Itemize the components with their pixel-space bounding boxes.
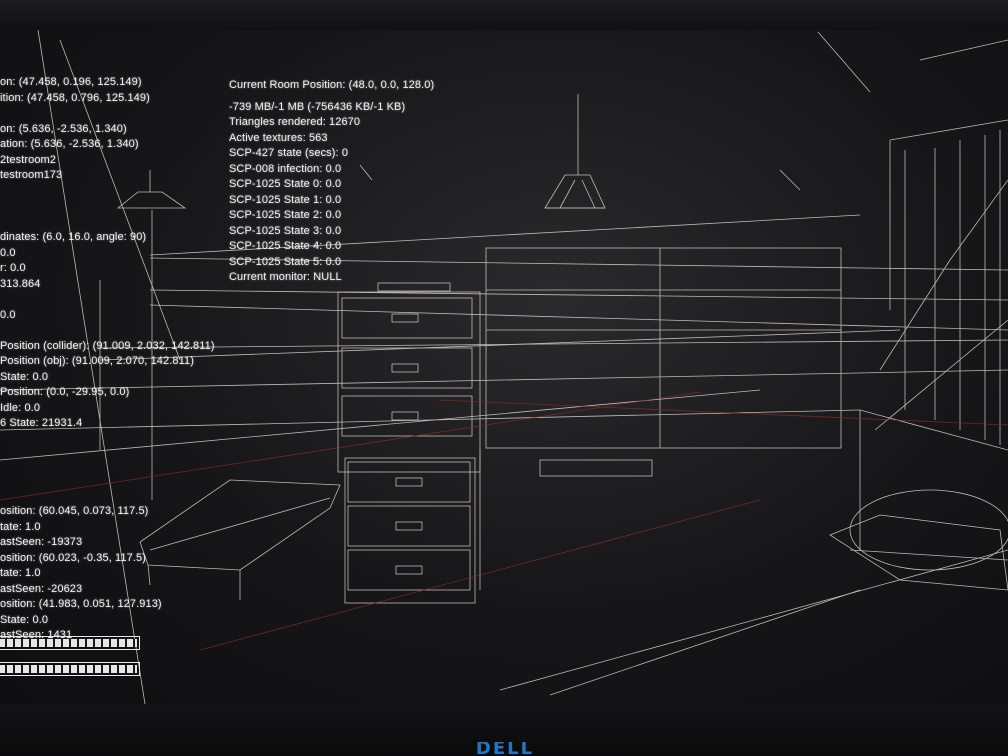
hud-line: astSeen: 1431 — [0, 629, 73, 641]
hud-line: 0.0 — [0, 246, 16, 259]
hud-line: astSeen: -20623 — [0, 582, 83, 595]
hud-line: Position (collider): (91.009, 2.032, 142… — [0, 339, 215, 352]
hud-line: State: 0.0 — [0, 613, 49, 626]
hud-line: State: 0.0 — [0, 370, 49, 383]
hud-line: Position (obj): (91.009, 2.070, 142.811) — [0, 355, 194, 367]
hud-line: SCP-1025 State 4: 0.0 — [229, 240, 342, 252]
hud-line: osition: (41.983, 0.051, 127.913) — [0, 598, 162, 610]
hud-line: osition: (60.023, -0.35, 117.5) — [0, 551, 146, 564]
hud-line — [0, 184, 215, 200]
hud-line: on: (47.458, 0.196, 125.149) — [0, 76, 142, 88]
hud-line: -739 MB/-1 MB (-756436 KB/-1 KB) — [229, 100, 406, 113]
hud-line: r: 0.0 — [0, 262, 26, 274]
hud-line: osition: (60.045, 0.073, 117.5) — [0, 505, 149, 517]
hud-line: SCP-427 state (secs): 0 — [229, 147, 349, 159]
hud-line: tate: 1.0 — [0, 567, 41, 579]
stamina-bar — [0, 636, 140, 650]
hud-line: SCP-1025 State 1: 0.0 — [229, 193, 342, 206]
hud-line: SCP-1025 State 2: 0.0 — [229, 209, 342, 221]
debug-hud-left-npcs: osition: (60.045, 0.073, 117.5) tate: 1.… — [0, 504, 162, 644]
ceiling-edge-line — [149, 214, 861, 256]
hud-line: Active textures: 563 — [229, 131, 328, 144]
hud-line: ation: (5.636, -2.536, 1.340) — [0, 138, 139, 150]
blink-bar-fill — [0, 665, 137, 673]
hud-line — [0, 199, 215, 215]
hud-line: Triangles rendered: 12670 — [229, 116, 361, 128]
hud-line: testroom173 — [0, 169, 63, 181]
hud-line: SCP-1025 State 5: 0.0 — [229, 255, 342, 268]
stamina-bar-fill — [0, 639, 137, 647]
room-position-readout: Current Room Position: (48.0, 0.0, 128.0… — [229, 79, 435, 91]
hud-line: SCP-008 infection: 0.0 — [229, 162, 342, 175]
hud-line: Idle: 0.0 — [0, 401, 41, 414]
hud-line: on: (5.636, -2.536, 1.340) — [0, 122, 127, 135]
hud-line: astSeen: -19373 — [0, 536, 83, 548]
debug-hud-center: Current Room Position: (48.0, 0.0, 128.0… — [229, 78, 434, 286]
hud-line: SCP-1025 State 0: 0.0 — [229, 178, 342, 190]
hud-line — [0, 215, 215, 231]
blink-bar — [0, 662, 140, 676]
monitor-bezel-bottom — [0, 704, 1008, 756]
hud-line: SCP-1025 State 3: 0.0 — [229, 224, 342, 237]
hud-line — [0, 292, 215, 308]
hud-line: dinates: (6.0, 16.0, angle: 90) — [0, 231, 147, 243]
hud-line: 2testroom2 — [0, 153, 57, 166]
debug-hud-left: on: (47.458, 0.196, 125.149) ition: (47.… — [0, 75, 215, 432]
hud-line: 6 State: 21931.4 — [0, 417, 83, 429]
hud-line: 313.864 — [0, 277, 41, 290]
monitor-brand-logo: DELL — [475, 742, 535, 756]
hud-line — [0, 323, 215, 339]
hud-line: Position: (0.0, -29.95, 0.0) — [0, 386, 130, 398]
hud-line: ition: (47.458, 0.796, 125.149) — [0, 91, 150, 104]
hud-line: Current monitor: NULL — [229, 271, 342, 283]
game-viewport[interactable]: on: (47.458, 0.196, 125.149) ition: (47.… — [0, 30, 1008, 704]
monitor-bezel-top — [0, 0, 1008, 30]
hud-line — [0, 106, 215, 122]
wireframe-room-scene — [0, 30, 1008, 704]
hud-line: tate: 1.0 — [0, 520, 41, 533]
wall-line — [149, 257, 1008, 271]
hud-line: 0.0 — [0, 308, 16, 321]
